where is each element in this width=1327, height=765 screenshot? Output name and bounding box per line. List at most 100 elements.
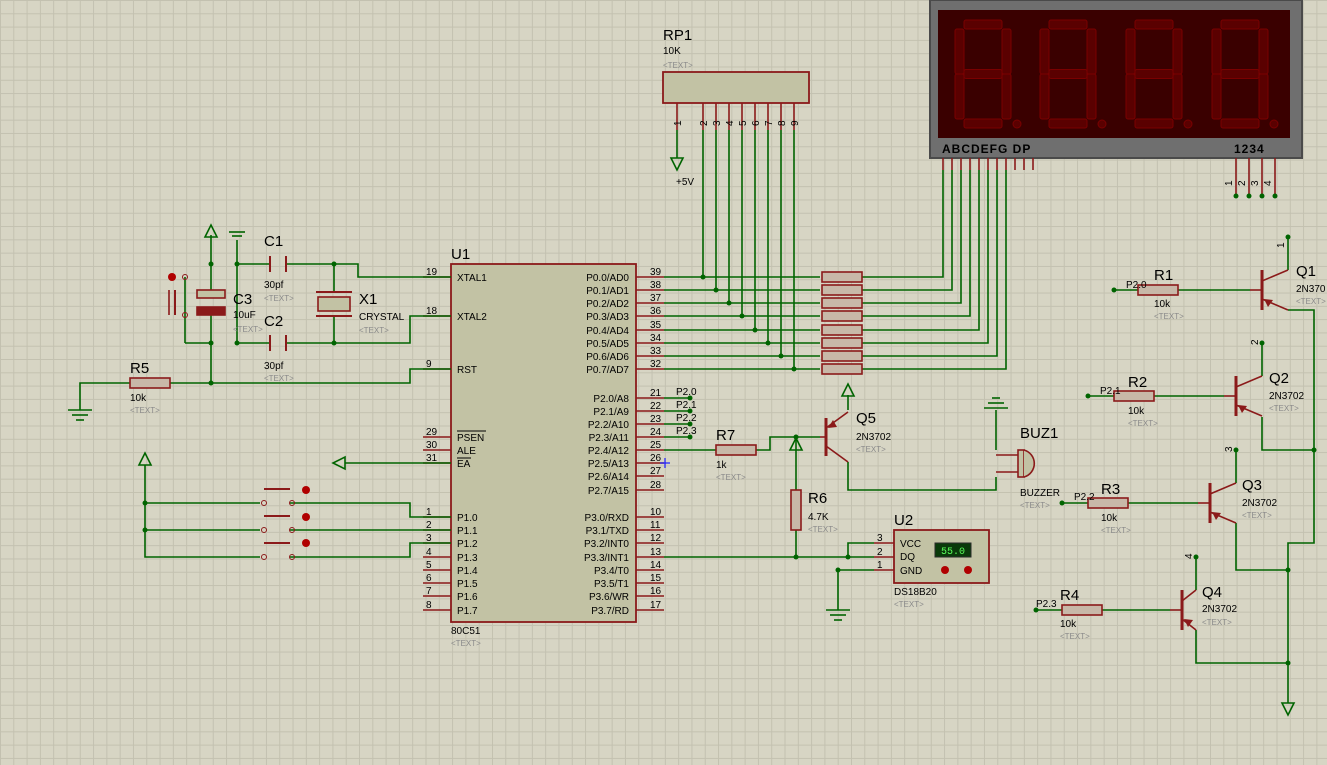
- u1-pin-number: 11: [650, 520, 661, 531]
- rp1-ref: RP1: [663, 27, 692, 44]
- digit-3-segment-b: [1172, 28, 1183, 75]
- u1-pin-number: 32: [650, 359, 662, 370]
- u1-pin-name: P3.1/TXD: [586, 526, 629, 537]
- u1-pin-number: 15: [650, 573, 662, 584]
- u2-value: DS18B20: [894, 587, 937, 598]
- q1-pin: 1: [1276, 242, 1287, 248]
- u1-pin-name: P0.4/AD4: [586, 326, 629, 337]
- u1-pin-name: P0.3/AD3: [586, 312, 629, 323]
- u1-pin-name: P3.5/T1: [594, 579, 629, 590]
- net-label-p20: P2.0: [676, 387, 697, 398]
- digit-1-segment-d: [963, 118, 1003, 129]
- digit-4-segment-b: [1258, 28, 1269, 75]
- sensor-u2[interactable]: 3 2 1 VCC DQ GND 55.0 U2 DS18B20 <TEXT>: [874, 512, 990, 609]
- capacitor-c3[interactable]: C3 10uF <TEXT>: [196, 289, 263, 334]
- u1-pin-name: P2.6/A14: [588, 472, 630, 483]
- u1-pin-number: 2: [426, 520, 432, 531]
- resistor-r2[interactable]: R2 10k <TEXT> P2.1: [1100, 374, 1158, 428]
- u1-pin-name: P2.3/A11: [589, 433, 630, 444]
- resistor-r4[interactable]: R4 10k <TEXT> P2.3: [1036, 587, 1103, 641]
- digit-2-segment-g: [1048, 69, 1088, 79]
- sensor-up-button[interactable]: [964, 566, 972, 574]
- resistor-r1[interactable]: R1 10k <TEXT> P2.0: [1126, 267, 1184, 321]
- u1-pin-name: RST: [457, 365, 477, 376]
- reset-button[interactable]: [168, 273, 188, 318]
- digit-pins-label: 1234: [1234, 142, 1265, 156]
- digit-4-segment-c: [1258, 73, 1269, 120]
- transistor-q2[interactable]: [1224, 375, 1263, 417]
- rp1-pin-1: 1: [673, 120, 684, 126]
- r1-text-placeholder: <TEXT>: [1154, 312, 1184, 321]
- resistor-r3[interactable]: R3 10k <TEXT> P2.2: [1074, 481, 1131, 535]
- display-pin-3: 3: [1250, 180, 1261, 186]
- u1-pin-name: P0.7/AD7: [586, 365, 629, 376]
- u1-pin-name: P3.6/WR: [589, 592, 629, 603]
- transistor-q3[interactable]: [1198, 482, 1237, 524]
- pushbutton-2[interactable]: [261, 513, 311, 533]
- q3-ref: Q3: [1242, 477, 1262, 494]
- seven-segment-display[interactable]: ABCDEFG DP 1234: [929, 0, 1303, 159]
- r3-text-placeholder: <TEXT>: [1101, 526, 1131, 535]
- u2-pin-dq: DQ: [900, 552, 915, 563]
- u1-pin-name: P0.1/AD1: [586, 286, 629, 297]
- pushbutton-1[interactable]: [261, 486, 311, 506]
- resistor-r7[interactable]: R7 1k <TEXT>: [715, 427, 757, 482]
- u1-pin-name: P2.2/A10: [588, 420, 630, 431]
- rp1-pin-8: 8: [777, 120, 788, 126]
- u1-pin-name: P2.7/A15: [588, 486, 630, 497]
- resistor-pack-rp1[interactable]: RP1 10K <TEXT> +5V: [662, 27, 810, 188]
- u1-pin-number: 23: [650, 414, 662, 425]
- u1-pin-name: P1.4: [457, 566, 478, 577]
- u1-pin-name: P1.5: [457, 579, 478, 590]
- u1-pin-number: 7: [426, 586, 432, 597]
- capacitor-c2[interactable]: C2 30pf <TEXT>: [264, 313, 294, 383]
- u1-pin-name: XTAL2: [457, 312, 487, 323]
- segment-resistor-array[interactable]: [821, 271, 863, 375]
- rp1-pin-7: 7: [764, 120, 775, 126]
- capacitor-c1[interactable]: C1 30pf <TEXT>: [264, 233, 294, 303]
- sensor-down-button[interactable]: [941, 566, 949, 574]
- r3-net: P2.2: [1074, 492, 1095, 503]
- u1-pin-name: P1.3: [457, 553, 478, 564]
- transistor-q1[interactable]: [1250, 269, 1289, 311]
- u2-pin-gnd: GND: [900, 566, 922, 577]
- c3-ref: C3: [233, 291, 252, 308]
- digit-1-segment-g: [963, 69, 1003, 79]
- u1-pin-name: EA: [457, 459, 471, 470]
- q3-value: 2N3702: [1242, 498, 1277, 509]
- rp1-pin-6: 6: [751, 120, 762, 126]
- u1-ref: U1: [451, 246, 470, 263]
- crystal-x1[interactable]: X1 CRYSTAL <TEXT>: [316, 291, 405, 335]
- u1-pin-name: ALE: [457, 446, 476, 457]
- transistor-q4[interactable]: [1170, 589, 1197, 631]
- digit-3-segment-a: [1134, 19, 1174, 30]
- u1-pin-name: P1.2: [457, 539, 478, 550]
- r1-ref: R1: [1154, 267, 1173, 284]
- buzzer-buz1[interactable]: BUZ1 BUZZER <TEXT>: [996, 425, 1060, 510]
- transistor-q5[interactable]: Q5 2N3702 <TEXT>: [820, 410, 891, 463]
- u1-pin-number: 3: [426, 533, 432, 544]
- rp1-text-placeholder: <TEXT>: [663, 61, 693, 70]
- r5-text-placeholder: <TEXT>: [130, 406, 160, 415]
- digit-1-segment-e: [954, 73, 965, 120]
- u1-pin-name: P2.5/A13: [588, 459, 630, 470]
- segment-pins-label: ABCDEFG DP: [942, 142, 1031, 156]
- vcc-arrow-icon: [203, 223, 219, 238]
- u1-pin-number: 22: [650, 401, 662, 412]
- digit-1-segment-c: [1001, 73, 1012, 120]
- u1-pin-name: P0.6/AD6: [586, 352, 629, 363]
- resistor-r5[interactable]: R5 10k <TEXT>: [129, 360, 171, 415]
- net-label-p21: P2.1: [676, 400, 697, 411]
- u2-pin-num-1: 1: [877, 560, 883, 571]
- cursor-crosshair-icon: [660, 458, 670, 468]
- r3-ref: R3: [1101, 481, 1120, 498]
- resistor-r6[interactable]: R6 4.7K <TEXT>: [790, 489, 838, 534]
- digit-1-segment-a: [963, 19, 1003, 30]
- u2-pin-vcc: VCC: [900, 539, 921, 550]
- q5-text-placeholder: <TEXT>: [856, 445, 886, 454]
- r6-text-placeholder: <TEXT>: [808, 525, 838, 534]
- pushbutton-3[interactable]: [261, 539, 311, 560]
- microcontroller-u1[interactable]: U1 80C51 <TEXT> 19XTAL118XTAL29RST29PSEN…: [423, 246, 664, 648]
